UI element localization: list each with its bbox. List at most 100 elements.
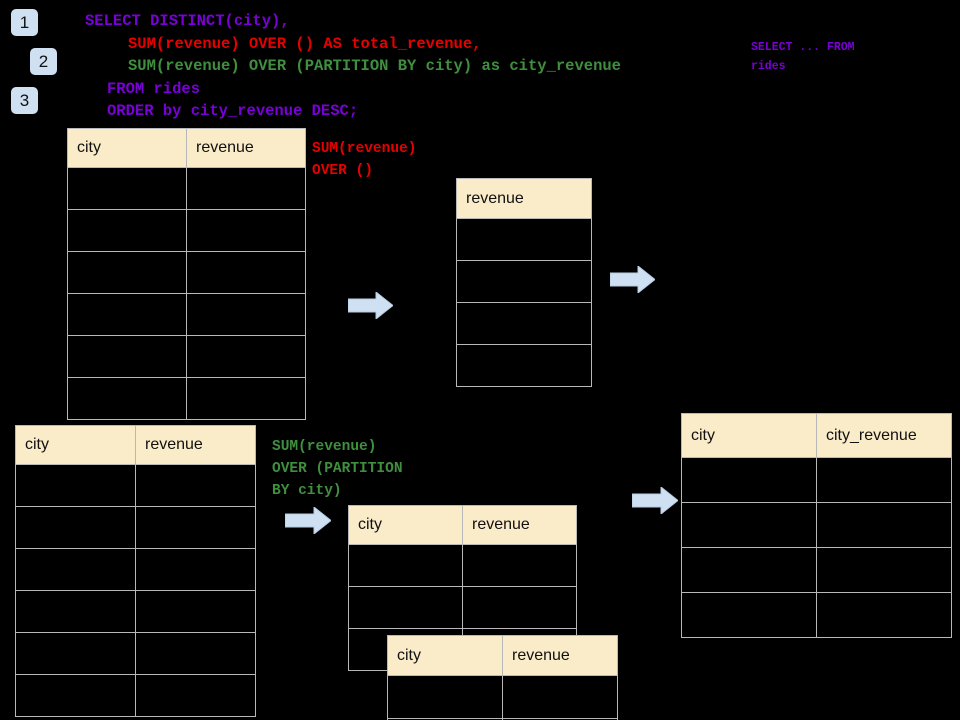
- cell-city: [15, 632, 136, 675]
- cell-city: [348, 586, 463, 629]
- table-row: [67, 377, 306, 420]
- cell-city-revenue: [816, 592, 952, 638]
- cell-city-revenue: [816, 502, 952, 548]
- table-row: [15, 590, 256, 633]
- arrow-total-to-result-icon: [610, 266, 655, 293]
- cell-revenue: [135, 548, 256, 591]
- table-row: [15, 674, 256, 717]
- cell-city: [681, 547, 817, 593]
- cell-city-revenue: [816, 457, 952, 503]
- cell-city: [67, 209, 187, 252]
- column-header-revenue: revenue: [502, 635, 618, 676]
- sql-line-total-revenue: SUM(revenue) OVER () AS total_revenue,: [128, 35, 482, 53]
- cell-city: [681, 502, 817, 548]
- cell-city: [67, 293, 187, 336]
- table-row: [348, 544, 577, 587]
- cell-city: [67, 167, 187, 210]
- table-row: [15, 464, 256, 507]
- table-row: [456, 218, 592, 261]
- cell-city: [67, 251, 187, 294]
- table-row: [15, 632, 256, 675]
- column-header-revenue: revenue: [456, 178, 592, 219]
- cell-revenue: [135, 632, 256, 675]
- cell-revenue: [135, 464, 256, 507]
- cell-revenue: [186, 377, 306, 420]
- cell-city: [681, 592, 817, 638]
- column-header-revenue: revenue: [462, 505, 577, 545]
- cell-city: [15, 590, 136, 633]
- cell-city: [15, 464, 136, 507]
- cell-revenue: [456, 344, 592, 387]
- column-header-city: city: [15, 425, 136, 465]
- column-header-city: city: [681, 413, 817, 458]
- table-row: [681, 457, 952, 503]
- table-row: [15, 548, 256, 591]
- column-header-city: city: [348, 505, 463, 545]
- sql-line-select: SELECT DISTINCT(city),: [85, 12, 290, 30]
- table-header-row: city revenue: [67, 128, 306, 168]
- table-row: [456, 344, 592, 387]
- cell-revenue: [186, 209, 306, 252]
- table-row: [348, 586, 577, 629]
- cell-city-revenue: [816, 547, 952, 593]
- partition-table-front: city revenue: [387, 635, 618, 720]
- table-row: [67, 167, 306, 210]
- cell-revenue: [135, 674, 256, 717]
- table-header-row: city city_revenue: [681, 413, 952, 458]
- arrow-partition-to-result-icon: [632, 487, 678, 514]
- annotation-over-empty: SUM(revenue) OVER (): [312, 141, 417, 179]
- cell-revenue: [186, 335, 306, 378]
- cell-revenue: [462, 586, 577, 629]
- arrow-source-to-partition-icon: [285, 507, 331, 534]
- total-revenue-table: revenue: [456, 178, 592, 387]
- cell-revenue: [456, 302, 592, 345]
- table-row: [681, 592, 952, 638]
- table-row: [67, 335, 306, 378]
- cell-revenue: [502, 675, 618, 719]
- table-row: [456, 302, 592, 345]
- column-header-city: city: [387, 635, 503, 676]
- table-row: [67, 209, 306, 252]
- cell-revenue: [135, 590, 256, 633]
- sql-line-city-revenue: SUM(revenue) OVER (PARTITION BY city) as…: [128, 57, 621, 75]
- cell-city: [15, 506, 136, 549]
- sql-line-order-by: ORDER by city_revenue DESC;: [107, 102, 359, 120]
- table-header-row: city revenue: [387, 635, 618, 676]
- table-row: [67, 251, 306, 294]
- cell-revenue: [186, 293, 306, 336]
- cell-revenue: [135, 506, 256, 549]
- cell-city: [681, 457, 817, 503]
- column-header-revenue: revenue: [186, 128, 306, 168]
- table-header-row: revenue: [456, 178, 592, 219]
- aside-select-from-rides: SELECT ... FROM rides: [751, 41, 855, 73]
- cell-revenue: [456, 218, 592, 261]
- step-badge-3: 3: [11, 87, 38, 114]
- cell-revenue: [456, 260, 592, 303]
- result-table: city city_revenue: [681, 413, 952, 638]
- step-badge-1: 1: [11, 9, 38, 36]
- column-header-city-revenue: city_revenue: [816, 413, 952, 458]
- table-row: [456, 260, 592, 303]
- cell-city: [67, 377, 187, 420]
- cell-revenue: [186, 167, 306, 210]
- table-row: [681, 502, 952, 548]
- table-header-row: city revenue: [348, 505, 577, 545]
- table-row: [681, 547, 952, 593]
- table-row: [15, 506, 256, 549]
- cell-city: [15, 548, 136, 591]
- cell-revenue: [186, 251, 306, 294]
- column-header-city: city: [67, 128, 187, 168]
- sql-line-from: FROM rides: [107, 80, 201, 98]
- source-table-bottom: city revenue: [15, 425, 256, 717]
- source-table-top: city revenue: [67, 128, 306, 420]
- cell-city: [67, 335, 187, 378]
- cell-city: [387, 675, 503, 719]
- cell-revenue: [462, 544, 577, 587]
- step-badge-2: 2: [30, 48, 57, 75]
- table-row: [387, 675, 618, 719]
- arrow-source-to-total-icon: [348, 292, 393, 319]
- table-row: [387, 718, 618, 720]
- annotation-over-partition: SUM(revenue) OVER (PARTITION BY city): [272, 439, 403, 499]
- cell-city: [15, 674, 136, 717]
